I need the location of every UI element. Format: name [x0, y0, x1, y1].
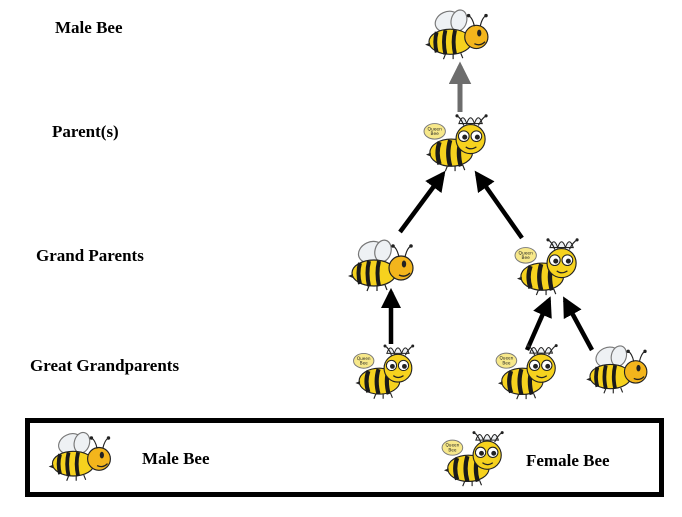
level-label-grand-parents: Grand Parents: [36, 246, 144, 265]
legend-label-male: Male Bee: [142, 449, 210, 468]
level-label-male-bee: Male Bee: [55, 18, 123, 37]
male-bee-icon: [340, 236, 422, 296]
female-bee-icon: [490, 340, 566, 402]
female-bee-icon: [348, 340, 422, 402]
female-bee-icon: [418, 110, 496, 174]
female-bee-icon: [436, 427, 512, 489]
level-label-great-grandparents: Great Grandparents: [30, 356, 180, 375]
arrow-grandparent-left-to-parent: [398, 170, 446, 234]
level-label-parents: Parent(s): [52, 122, 119, 141]
legend-label-female: Female Bee: [526, 451, 610, 470]
arrow-grandparent-right-to-parent: [474, 170, 524, 240]
arrow-greatgrand-right-to-grandparent: [563, 296, 594, 352]
male-bee-icon: [42, 428, 118, 486]
female-bee-icon: [508, 234, 588, 298]
male-bee-icon: [418, 6, 496, 64]
male-bee-icon: [578, 342, 656, 398]
arrow-greatgrand-mid-to-grandparent: [524, 296, 552, 351]
legend-box: Male Bee Female Bee: [25, 418, 664, 497]
